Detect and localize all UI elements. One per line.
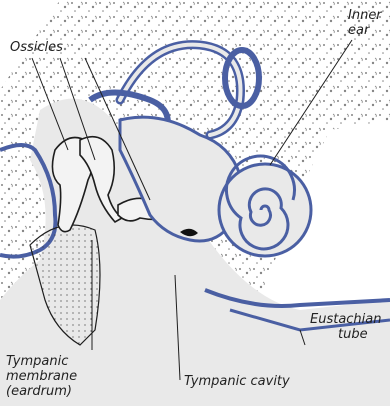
label-eustachian-tube: Eustachian tube (310, 312, 382, 342)
label-tympanic-cavity: Tympanic cavity (184, 374, 290, 389)
label-inner-ear-line2: ear (348, 23, 382, 38)
label-tympanic-membrane: Tympanic membrane (eardrum) (6, 354, 77, 399)
label-tympanic-membrane-line2: membrane (6, 369, 77, 384)
label-eustachian-tube-line2: tube (310, 327, 382, 342)
label-ossicles: Ossicles (10, 40, 63, 55)
label-inner-ear-line1: Inner (348, 8, 382, 23)
label-eustachian-tube-line1: Eustachian (310, 312, 382, 327)
label-tympanic-membrane-line1: Tympanic (6, 354, 77, 369)
label-inner-ear: Inner ear (348, 8, 382, 38)
label-tympanic-membrane-line3: (eardrum) (6, 384, 77, 399)
